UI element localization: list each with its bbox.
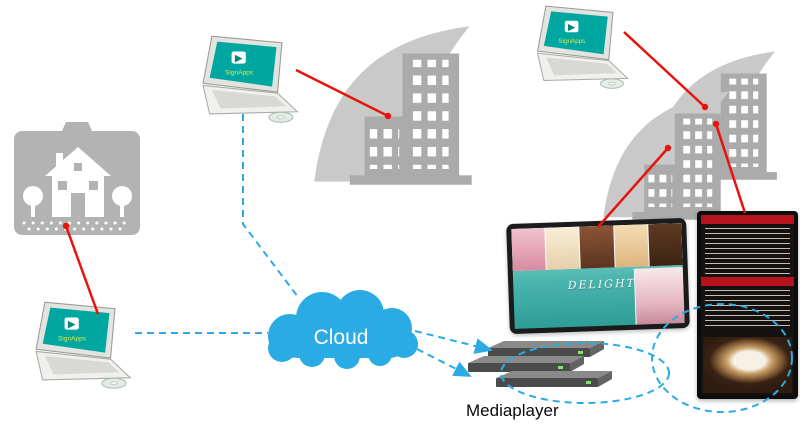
food-photo-cake — [511, 227, 546, 271]
home-icon — [14, 122, 140, 235]
menu-header-bar-2 — [701, 277, 794, 286]
menu-item-rows-2 — [705, 290, 790, 326]
mediaplayer-label: Mediaplayer — [466, 401, 559, 420]
laptop-top-left-icon — [202, 35, 298, 123]
cloud-icon: Cloud — [268, 290, 418, 369]
signage-display-food: DELIGHT — [506, 217, 690, 335]
mediaplayer-stack-icon — [468, 341, 612, 387]
food-photo-brownie — [648, 223, 683, 267]
food-photo-tart — [613, 224, 649, 268]
menu-display-screen — [701, 215, 794, 395]
food-display-screen: DELIGHT — [511, 223, 685, 329]
laptop-bottom-left-icon — [35, 301, 131, 389]
cloud-label: Cloud — [314, 326, 369, 349]
food-photo-strip — [511, 223, 683, 271]
food-photo-cream — [545, 226, 581, 270]
signage-display-menu — [697, 211, 798, 399]
food-photo-milkshake — [634, 267, 685, 325]
food-display-caption: DELIGHT — [567, 276, 637, 293]
dashed-link-laptop1-cloud — [242, 114, 299, 298]
menu-item-rows — [705, 228, 790, 274]
menu-header-bar — [701, 215, 794, 224]
office-building-icon — [314, 26, 472, 185]
office-buildings-right-icon — [603, 51, 777, 220]
food-photo-chocolate — [579, 225, 615, 269]
menu-coffee-photo — [703, 337, 792, 393]
